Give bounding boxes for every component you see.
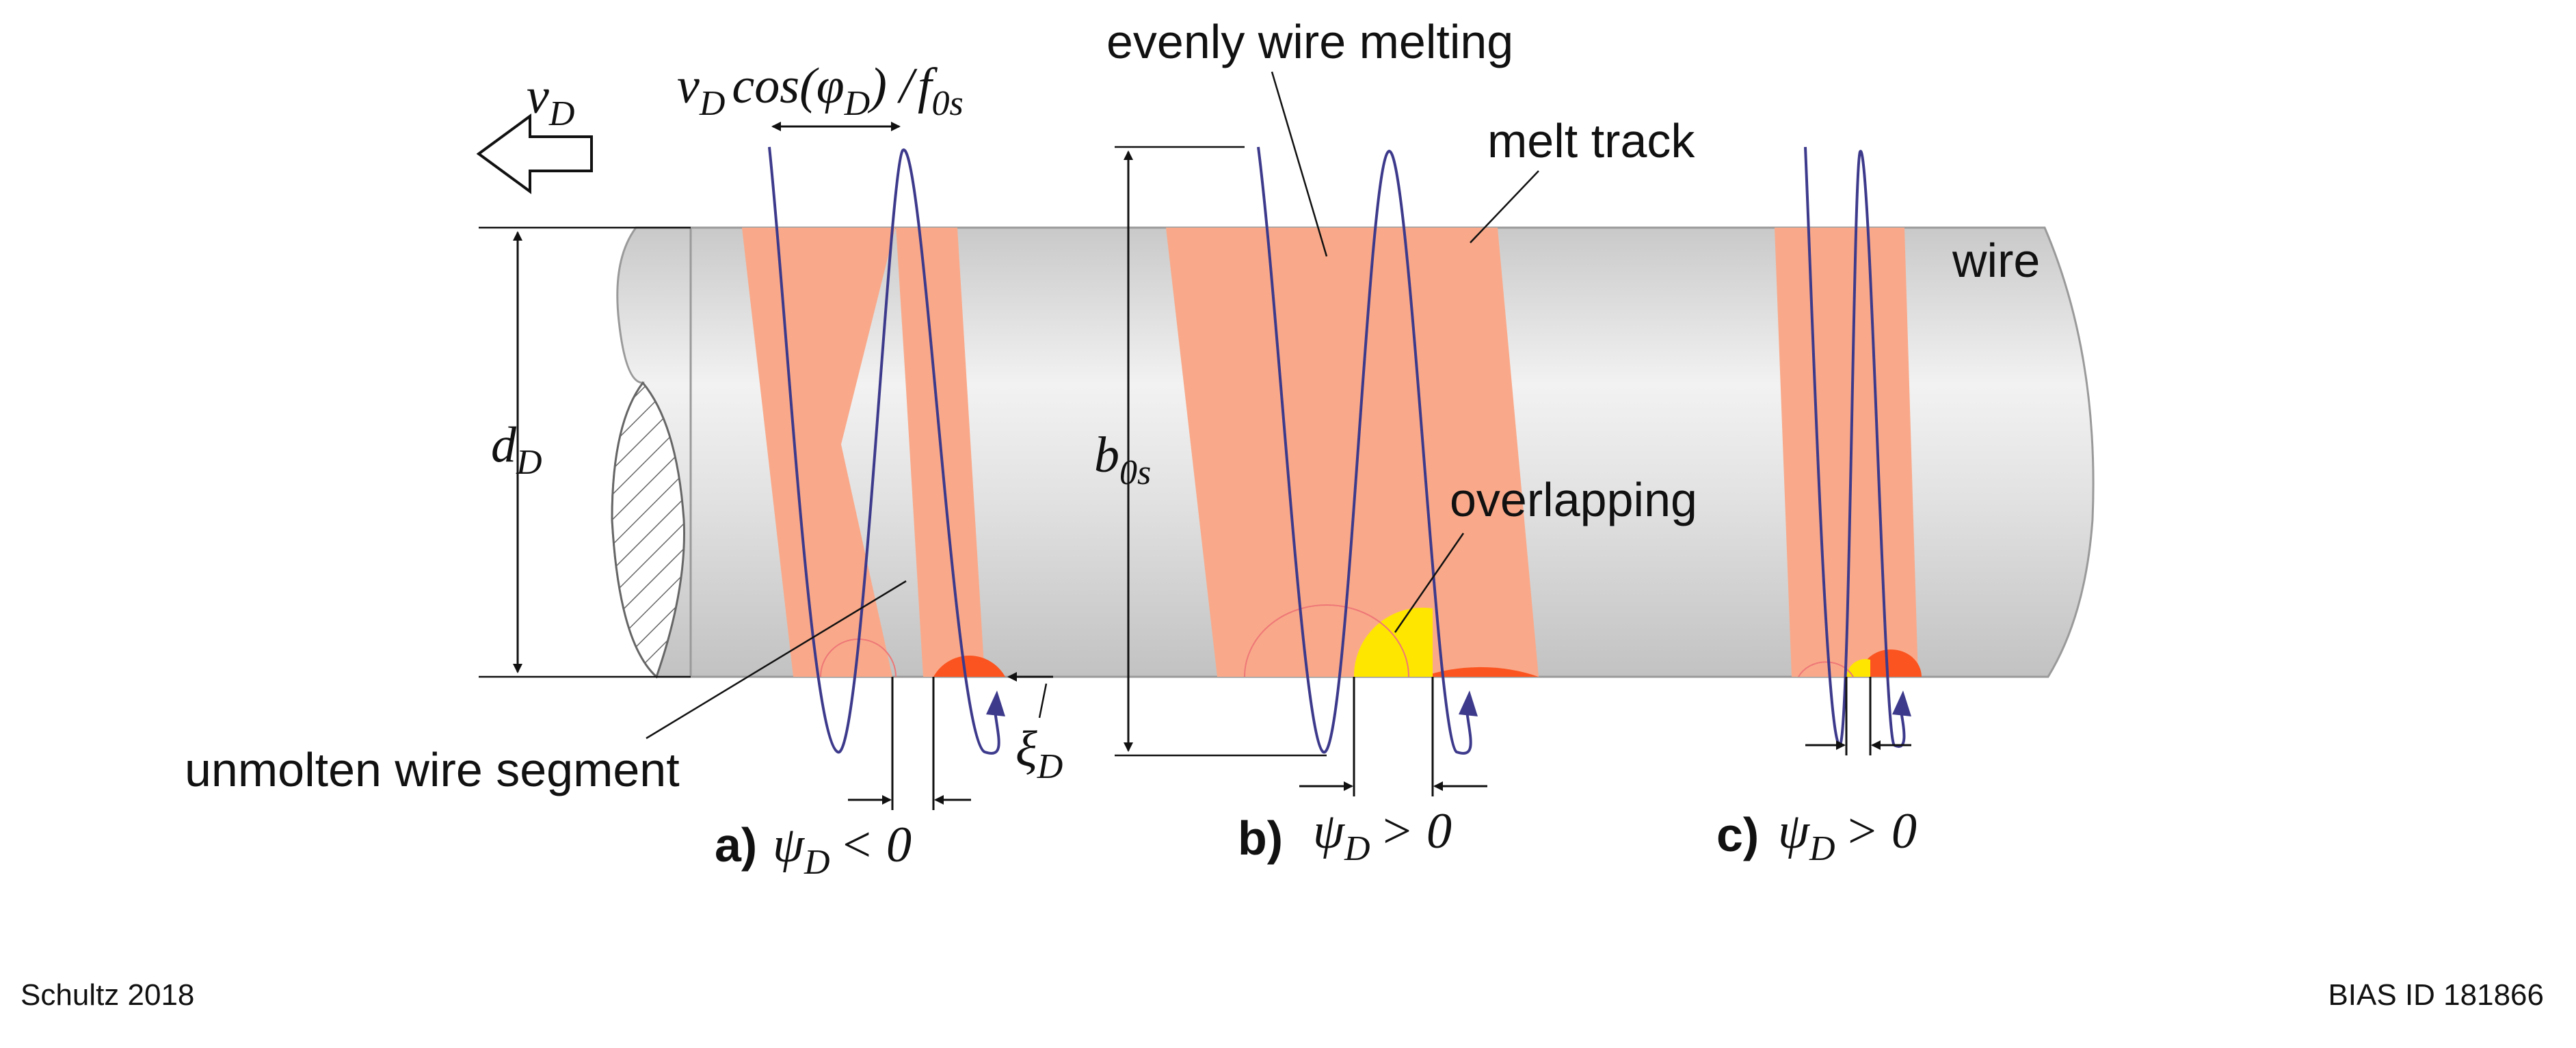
leader-overlapping — [1394, 533, 1465, 633]
overlap-region-c — [1846, 659, 1870, 677]
psi-dimension-a — [848, 677, 971, 810]
label-melt-track: melt track — [1487, 114, 1695, 167]
case-b-letter: b) — [1238, 811, 1283, 865]
leader-unmolten — [646, 580, 907, 740]
beam-path-b — [1257, 146, 1472, 755]
leader-evenly — [1271, 71, 1328, 257]
vd-symbol: vD — [527, 68, 574, 133]
footer-id: BIAS ID 181866 — [2328, 978, 2544, 1012]
beam-path-a — [768, 146, 1000, 755]
melt-track-b — [1166, 228, 1539, 677]
case-label-c: c) ψD> 0 — [1716, 803, 1917, 868]
beam-path-c — [1804, 146, 1906, 748]
melt-pool-c-faint — [1798, 661, 1854, 677]
movement-arrow — [476, 113, 593, 194]
xi-symbol: ξD — [1015, 721, 1063, 786]
case-label-a: a) ψD< 0 — [715, 817, 912, 882]
case-c-condition: ψD> 0 — [1778, 803, 1917, 868]
melt-pool-b-faint — [1244, 604, 1409, 677]
psi-dimension-b — [1299, 677, 1487, 796]
beam-arrowheads — [986, 690, 1911, 716]
melt-pool-c — [1860, 649, 1922, 677]
melt-track-a — [742, 226, 1005, 677]
beam-arrow-b — [1459, 690, 1478, 716]
beam-arrow-c — [1892, 690, 1911, 716]
case-label-b: b) ψD> 0 — [1238, 803, 1452, 868]
footer-author: Schultz 2018 — [21, 978, 194, 1012]
label-unmolten-wire-segment: unmolten wire segment — [185, 743, 680, 796]
melt-track-b-shape — [1166, 228, 1539, 677]
case-b-condition: ψD> 0 — [1313, 803, 1452, 868]
xi-leader — [1038, 683, 1048, 718]
case-a-letter: a) — [715, 818, 757, 872]
b0s-symbol: b0s — [1094, 427, 1151, 492]
label-wire: wire — [1952, 234, 2040, 287]
dd-symbol: dD — [491, 417, 542, 482]
leader-lines — [646, 71, 1539, 740]
psi-dimension-c — [1805, 677, 1911, 755]
case-a-condition: ψD< 0 — [773, 817, 912, 882]
label-evenly-wire-melting: evenly wire melting — [1106, 15, 1513, 68]
beam-arrow-a — [986, 690, 1005, 716]
beam-paths — [768, 146, 1906, 755]
overlap-region — [1353, 607, 1433, 677]
leader-melt-track — [1470, 170, 1539, 243]
melt-pool-b — [1422, 667, 1539, 677]
label-overlapping: overlapping — [1450, 473, 1697, 526]
melt-track-a-shape — [742, 226, 985, 677]
case-c-letter: c) — [1716, 808, 1759, 861]
melt-pool-a — [933, 656, 1005, 677]
